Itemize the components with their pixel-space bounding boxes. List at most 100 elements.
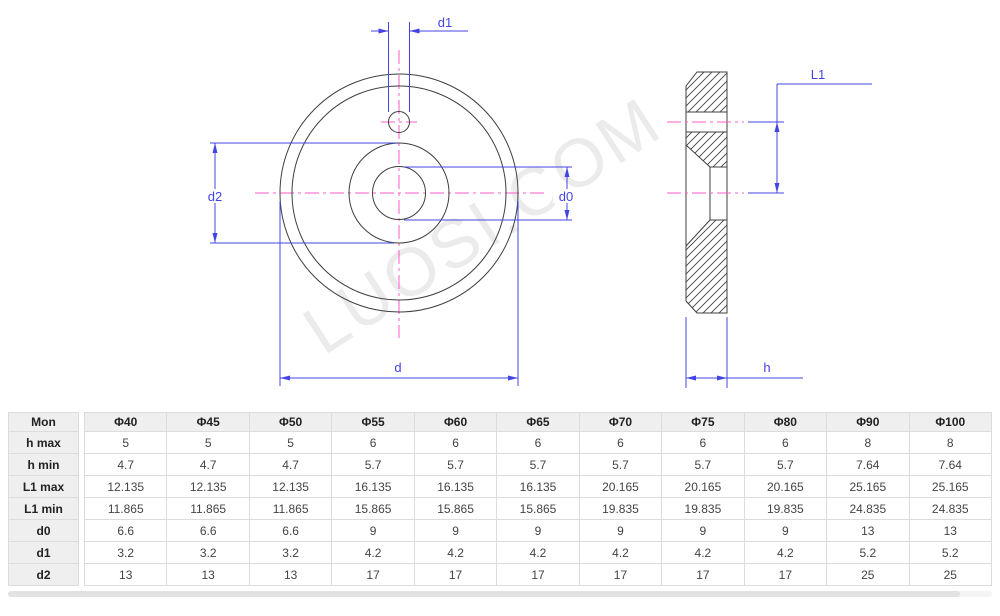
table-value-cell: 5.2 xyxy=(826,541,910,564)
table-value-cell: 6 xyxy=(413,431,498,454)
table-value-cell: 17 xyxy=(331,563,415,586)
table-value-cell: 5.7 xyxy=(578,453,663,476)
table-value-cell: 25 xyxy=(826,563,910,586)
row-label-cell: L1 max xyxy=(8,475,79,498)
side-center-lines xyxy=(667,121,744,194)
side-dimension-arrows xyxy=(686,122,780,381)
table-value-cell: 15.865 xyxy=(331,497,415,520)
row-label-cell: d0 xyxy=(8,519,79,542)
table-value-cell: 6.6 xyxy=(83,519,168,542)
table-value-cell: 6 xyxy=(578,431,663,454)
table-value-cell: 5.7 xyxy=(331,453,415,476)
d0-label: d0 xyxy=(559,189,573,204)
d2-label: d2 xyxy=(208,189,222,204)
table-value-cell: 3.2 xyxy=(83,541,168,564)
table-value-cell: 19.835 xyxy=(743,497,828,520)
table-value-cell: 19.835 xyxy=(661,497,745,520)
table-value-cell: 17 xyxy=(661,563,745,586)
table-value-cell: 7.64 xyxy=(826,453,910,476)
d-label: d xyxy=(394,360,401,375)
table-header-cell: Φ45 xyxy=(166,412,250,432)
table-corner-cell: Mon xyxy=(8,412,79,432)
table-value-cell: 5.7 xyxy=(496,453,580,476)
center-lines xyxy=(255,50,545,338)
side-dimension-lines xyxy=(685,83,872,388)
table-value-cell: 4.2 xyxy=(578,541,663,564)
side-dimension-labels: L1 h xyxy=(763,67,825,375)
table-header-cell: Φ50 xyxy=(248,412,333,432)
table-value-cell: 12.135 xyxy=(248,475,333,498)
table-value-cell: 20.165 xyxy=(578,475,663,498)
row-label-cell: d2 xyxy=(8,563,79,586)
front-dimension-labels: d1 d2 d0 d xyxy=(208,15,573,375)
table-value-cell: 4.2 xyxy=(331,541,415,564)
section-hatching xyxy=(686,72,727,313)
table-value-cell: 12.135 xyxy=(166,475,250,498)
front-dimension-arrows xyxy=(212,28,570,381)
table-value-cell: 9 xyxy=(743,519,828,542)
d0-label-backplate xyxy=(553,189,580,203)
table-value-cell: 3.2 xyxy=(248,541,333,564)
washer-circles xyxy=(279,73,519,313)
horizontal-scrollbar-track[interactable] xyxy=(8,591,992,597)
table-value-cell: 9 xyxy=(331,519,415,542)
table-value-cell: 16.135 xyxy=(413,475,498,498)
table-value-cell: 25.165 xyxy=(826,475,910,498)
front-view: d1 d2 d0 d xyxy=(202,15,580,386)
table-value-cell: 17 xyxy=(743,563,828,586)
table-value-cell: 15.865 xyxy=(496,497,580,520)
table-value-cell: 24.835 xyxy=(908,497,993,520)
table-value-cell: 4.7 xyxy=(83,453,168,476)
table-value-cell: 4.2 xyxy=(661,541,745,564)
table-value-cell: 9 xyxy=(413,519,498,542)
table-value-cell: 20.165 xyxy=(661,475,745,498)
table-value-cell: 7.64 xyxy=(908,453,993,476)
table-value-cell: 8 xyxy=(908,431,993,454)
table-value-cell: 6.6 xyxy=(166,519,250,542)
table-value-cell: 5 xyxy=(83,431,168,454)
table-value-cell: 13 xyxy=(826,519,910,542)
table-header-cell: Φ40 xyxy=(83,412,168,432)
table-value-cell: 16.135 xyxy=(331,475,415,498)
front-dimension-lines xyxy=(210,22,572,386)
d2-label-backplate xyxy=(202,189,228,203)
table-header-cell: Φ75 xyxy=(661,412,745,432)
table-value-cell: 13 xyxy=(248,563,333,586)
table-value-cell: 25 xyxy=(908,563,993,586)
table-value-cell: 9 xyxy=(578,519,663,542)
table-value-cell: 17 xyxy=(413,563,498,586)
table-value-cell: 4.2 xyxy=(496,541,580,564)
table-value-cell: 5 xyxy=(166,431,250,454)
row-label-cell: h max xyxy=(8,431,79,454)
table-value-cell: 4.2 xyxy=(413,541,498,564)
row-label-cell: h min xyxy=(8,453,79,476)
table-header-cell: Φ65 xyxy=(496,412,580,432)
table-value-cell: 17 xyxy=(578,563,663,586)
table-value-cell: 13 xyxy=(166,563,250,586)
table-value-cell: 5.7 xyxy=(743,453,828,476)
table-header-cell: Φ70 xyxy=(578,412,663,432)
row-label-cell: d1 xyxy=(8,541,79,564)
table-value-cell: 6 xyxy=(661,431,745,454)
table-value-cell: 3.2 xyxy=(166,541,250,564)
table-value-cell: 11.865 xyxy=(166,497,250,520)
table-header-cell: Φ80 xyxy=(743,412,828,432)
table-value-cell: 20.165 xyxy=(743,475,828,498)
table-value-cell: 16.135 xyxy=(496,475,580,498)
table-value-cell: 5 xyxy=(248,431,333,454)
table-value-cell: 6 xyxy=(496,431,580,454)
table-value-cell: 5.7 xyxy=(413,453,498,476)
table-value-cell: 4.7 xyxy=(166,453,250,476)
horizontal-scrollbar-thumb[interactable] xyxy=(8,591,960,597)
table-value-cell: 15.865 xyxy=(413,497,498,520)
